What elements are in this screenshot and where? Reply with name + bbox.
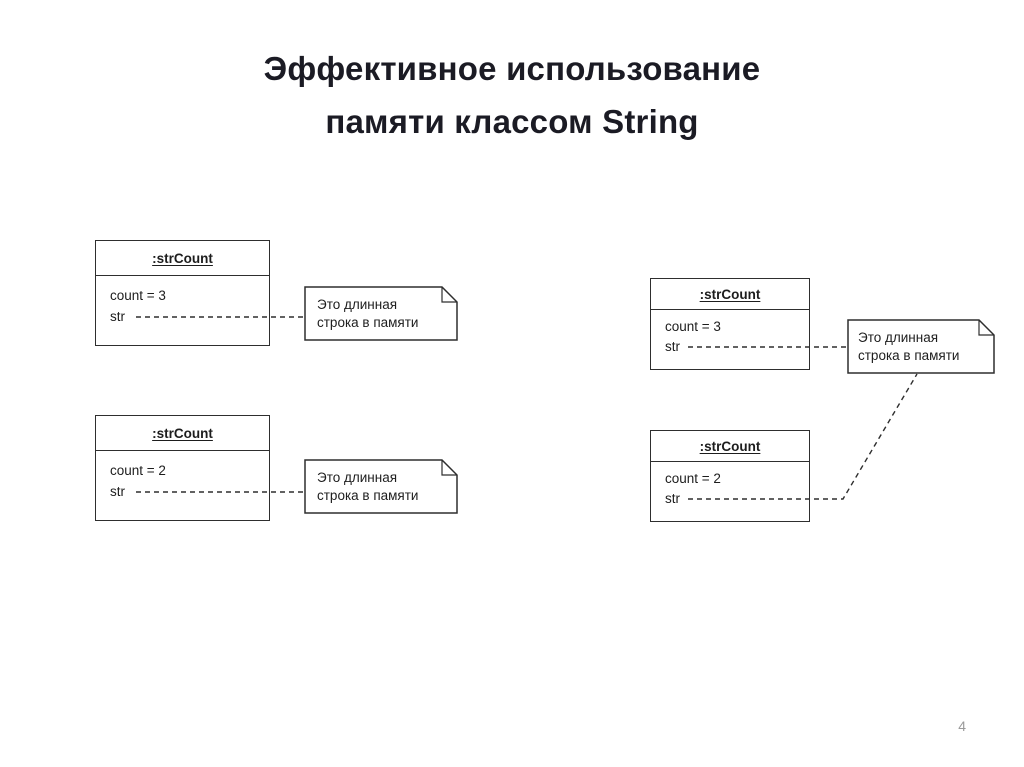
- uml-object-1-body: count = 3 str: [96, 276, 269, 336]
- uml-object-2-str-field: str: [110, 484, 125, 499]
- uml-object-strcount-4: :strCount count = 2 str: [650, 430, 810, 522]
- uml-object-4-body: count = 2 str: [651, 462, 809, 516]
- uml-object-4-count-field: count = 2: [665, 471, 721, 486]
- note-3-line-1: Это длинная: [858, 330, 939, 345]
- uml-object-2-body: count = 2 str: [96, 451, 269, 511]
- uml-object-1-str-field: str: [110, 309, 125, 324]
- uml-object-3-name: :strCount: [651, 279, 809, 310]
- slide-title-line-2: памяти классом String: [325, 103, 699, 140]
- uml-object-3-str-field: str: [665, 339, 680, 354]
- note-3-line-2: строка в памяти: [858, 348, 960, 363]
- slide-title: Эффективное использование памяти классом…: [0, 42, 1024, 148]
- uml-object-4-str-field: str: [665, 491, 680, 506]
- note-2-text: Это длинная строка в памяти: [317, 469, 418, 505]
- uml-object-3-body: count = 3 str: [651, 310, 809, 364]
- note-3-fold-icon: [978, 320, 994, 336]
- note-2-line-2: строка в памяти: [317, 488, 419, 503]
- uml-object-1-name: :strCount: [96, 241, 269, 276]
- uml-object-strcount-3: :strCount count = 3 str: [650, 278, 810, 370]
- uml-object-1-count-field: count = 3: [110, 288, 166, 303]
- uml-object-3-count-field: count = 3: [665, 319, 721, 334]
- note-1-text: Это длинная строка в памяти: [317, 296, 418, 332]
- uml-object-strcount-1: :strCount count = 3 str: [95, 240, 270, 346]
- uml-object-2-name: :strCount: [96, 416, 269, 451]
- page-number: 4: [958, 718, 966, 734]
- note-2-fold-icon: [441, 460, 457, 476]
- note-1-line-1: Это длинная: [317, 297, 398, 312]
- uml-object-strcount-2: :strCount count = 2 str: [95, 415, 270, 521]
- uml-object-4-name: :strCount: [651, 431, 809, 462]
- uml-object-2-count-field: count = 2: [110, 463, 166, 478]
- slide-title-line-1: Эффективное использование: [263, 50, 761, 87]
- note-1-fold-icon: [441, 287, 457, 303]
- note-1-line-2: строка в памяти: [317, 315, 419, 330]
- note-3-text: Это длинная строка в памяти: [858, 329, 959, 365]
- note-2-line-1: Это длинная: [317, 470, 398, 485]
